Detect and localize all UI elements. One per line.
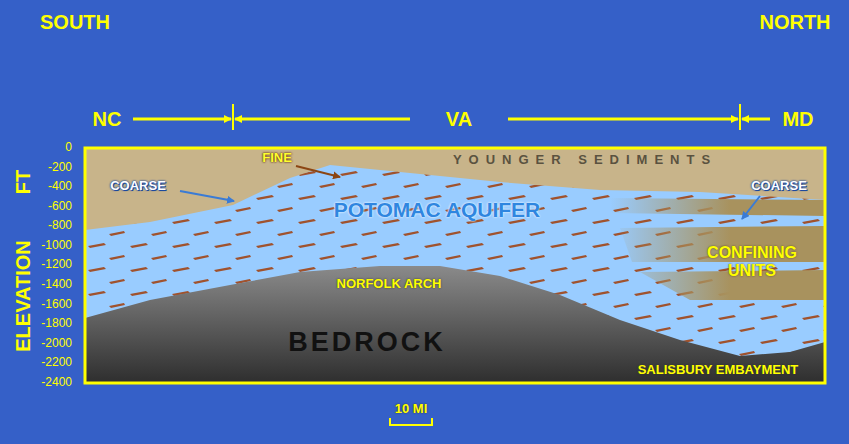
axis-tick: -600 bbox=[48, 200, 72, 213]
direction-label: SOUTH bbox=[40, 11, 110, 33]
axis-tick: -1200 bbox=[41, 259, 72, 272]
callout-label: FINE bbox=[262, 151, 292, 165]
axis-tick: 0 bbox=[65, 141, 72, 154]
state-label: VA bbox=[446, 108, 472, 130]
axis-tick: -2400 bbox=[41, 376, 72, 389]
axis-title: FT bbox=[12, 170, 34, 194]
state-label: NC bbox=[93, 108, 122, 130]
axis-tick: -200 bbox=[48, 161, 72, 174]
axis-title: ELEVATION bbox=[12, 240, 34, 351]
unit-label: BEDROCK bbox=[288, 328, 446, 358]
callout-label: COARSE bbox=[110, 179, 166, 193]
axis-tick: -1600 bbox=[41, 298, 72, 311]
state-label: MD bbox=[782, 108, 813, 130]
axis-tick: -400 bbox=[48, 181, 72, 194]
axis-tick: -2200 bbox=[41, 357, 72, 370]
unit-label: POTOMAC AQUIFER bbox=[334, 198, 541, 221]
axis-tick: -2000 bbox=[41, 337, 72, 350]
feature-label: NORFOLK ARCH bbox=[337, 277, 442, 291]
axis-tick: -800 bbox=[48, 220, 72, 233]
feature-label: SALISBURY EMBAYMENT bbox=[638, 363, 799, 377]
direction-label: NORTH bbox=[759, 11, 830, 33]
callout-label: COARSE bbox=[751, 179, 807, 193]
scale-label: 10 MI bbox=[395, 402, 428, 416]
axis-tick: -1800 bbox=[41, 318, 72, 331]
axis-tick: -1400 bbox=[41, 278, 72, 291]
unit-label: YOUNGER SEDIMENTS bbox=[453, 153, 717, 167]
axis-tick: -1000 bbox=[41, 239, 72, 252]
unit-label: CONFINING UNITS bbox=[697, 244, 807, 279]
